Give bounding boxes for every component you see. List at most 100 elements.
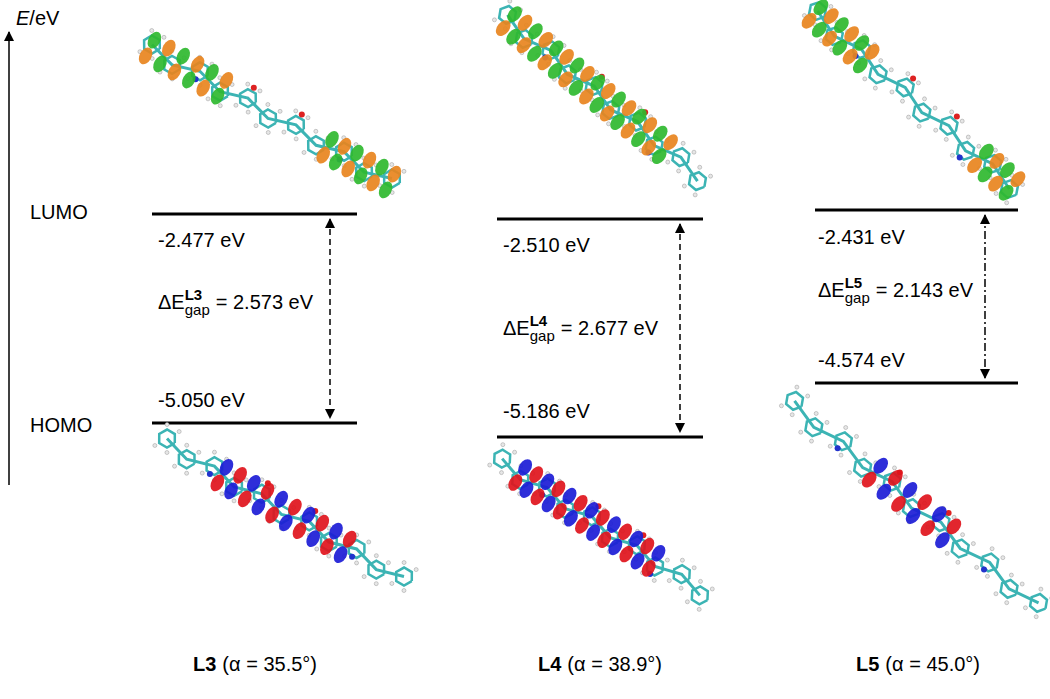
hydrogen [917,124,921,128]
hydrogen [258,89,262,93]
energy-label: -5.050 eV [158,389,245,411]
hydrogen [652,578,656,582]
compound-label: (α = 38.9°) [567,653,662,675]
orbital-lobe [885,467,906,489]
hydrogen [900,99,904,103]
hydrogen [810,439,814,443]
hydrogen [906,72,910,76]
hydrogen [315,547,319,551]
orbital-lobe [900,479,921,501]
energy-label: LUMO [30,201,88,223]
hydrogen [185,443,189,447]
hydrogen [907,115,911,119]
ring [260,109,276,127]
hydrogen [386,561,390,565]
hydrogen [890,90,894,94]
hydrogen [709,174,713,178]
gap-arrow [329,219,331,418]
hydrogen [173,464,177,468]
energy-label: ΔE [158,291,185,313]
label-group: L3(α = 35.5°) [191,653,319,675]
ring [494,450,510,468]
hydrogen [488,463,492,467]
hydrogen [956,560,960,564]
energy-label: -5.186 eV [503,400,590,422]
nitrogen [349,554,355,560]
hydrogen [829,4,833,8]
hydrogen [605,79,609,83]
hydrogen [873,86,877,90]
hydrogen [153,443,157,447]
ring [288,116,304,134]
hydrogen [1001,556,1005,560]
hydrogen [607,122,611,126]
energy-label: = 2.143 eV [876,279,973,301]
hydrogen [499,471,503,475]
compound-label: L4 [538,653,561,675]
energy-label: -2.431 eV [818,226,905,248]
oxygen [251,85,257,91]
hydrogen [232,499,236,503]
hydrogen [594,70,598,74]
hydrogen [889,68,893,72]
hydrogen [806,394,810,398]
orbital-lobe [271,488,290,510]
hydrogen [390,581,394,585]
ring [240,89,256,107]
hydrogen [327,554,331,558]
hydrogen [508,0,512,3]
nitrogen [957,155,963,161]
orbital-lobe [929,503,950,525]
energy-label: HOMO [30,414,92,436]
hydrogen [402,589,406,593]
hydrogen [814,411,818,415]
ring [672,148,689,166]
energy-label: = 2.677 eV [561,317,658,339]
energy-label: -4.574 eV [818,349,905,371]
hydrogen [266,130,270,134]
orbital-lobe [202,62,221,84]
hydrogen [799,430,803,434]
hydrogen [844,426,848,430]
hydrogen [685,600,689,604]
hydrogen [362,184,366,188]
compound-label: (α = 45.0°) [885,653,980,675]
label-group: -2.510 eV [501,234,592,256]
hydrogen [362,575,366,579]
label-group: -2.431 eV [816,226,907,248]
hydrogen [681,141,685,145]
hydrogen [220,492,224,496]
hydrogen [294,137,298,141]
hydrogen [975,565,979,569]
gap-index: L3 [185,287,203,302]
hydrogen [950,153,954,157]
hydrogen [966,135,970,139]
hydrogen [185,471,189,475]
hydrogen [402,169,406,173]
hydrogen [367,540,371,544]
hydrogen [839,453,843,457]
hydrogen [994,192,998,196]
hydrogen [990,547,994,551]
ring [1001,580,1018,598]
hydrogen [254,124,258,128]
hydrogen [994,592,998,596]
hydrogen [266,102,270,106]
hydrogen [278,109,282,113]
hydrogen [165,423,169,427]
bond [818,11,1010,189]
ring [940,117,957,135]
bond [502,459,700,596]
orbital-lobe [159,37,178,59]
hydrogen [692,150,696,154]
hydrogen [200,471,204,475]
hydrogen [282,130,286,134]
hydrogen [863,77,867,81]
bond [152,45,392,179]
hydrogen [971,542,975,546]
hydrogen [680,558,684,562]
lumo-level [152,213,357,216]
hydrogen [945,551,949,555]
hydrogen [402,561,406,565]
molecule [488,443,715,612]
